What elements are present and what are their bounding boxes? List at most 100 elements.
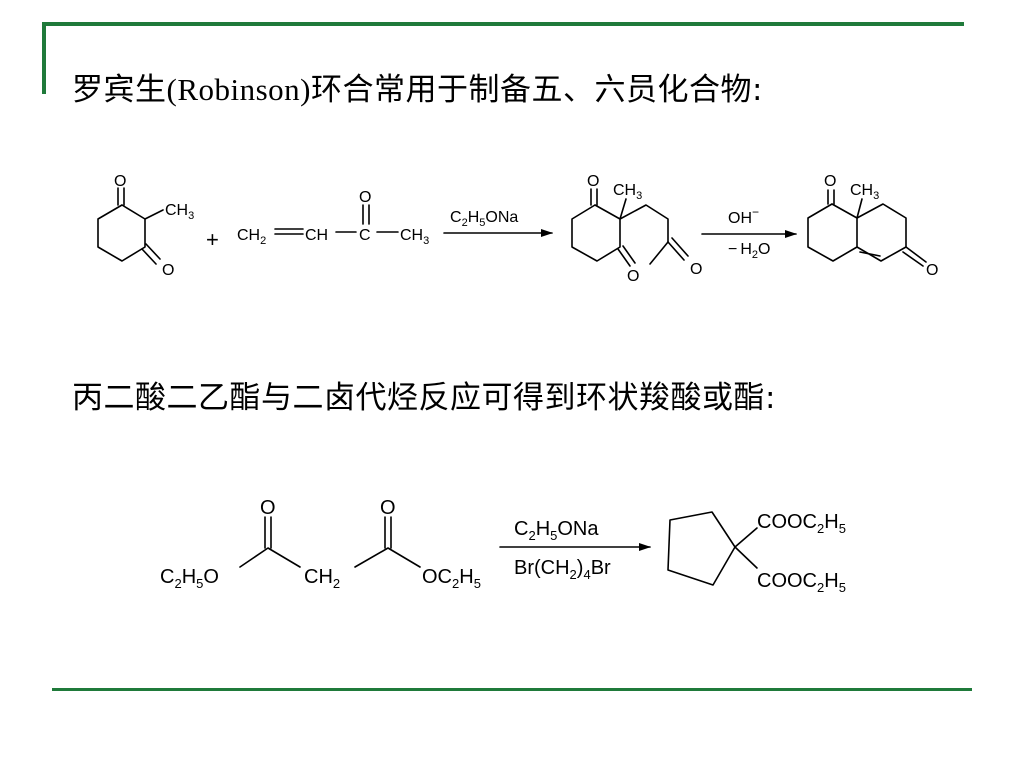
- top-rule: [42, 22, 964, 26]
- reagent-ethoxide-1-c: C: [450, 209, 462, 226]
- product-ester-top-h: H: [824, 511, 838, 533]
- product-ester-top: COOC2H5: [757, 511, 846, 536]
- malonate-skeleton: [239, 547, 301, 568]
- product-ester-bottom-cooc: COOC: [757, 570, 817, 592]
- malonate-ethoxy-right-h: H: [459, 566, 473, 588]
- reagent-dibromobutane-2: 2: [570, 567, 577, 582]
- trione-ch3-main: CH: [613, 182, 636, 199]
- wmk-ring-right: [856, 203, 907, 262]
- wmk-o-top: O: [824, 173, 836, 190]
- dione-methyl-bond: [144, 209, 164, 220]
- dione-co-bottom-bond2: [141, 248, 157, 265]
- mvk-ch: CH: [305, 227, 328, 244]
- product-ester-bottom-5: 5: [839, 580, 846, 595]
- reagent-ethoxide-2: C2H5ONa: [514, 518, 599, 543]
- reagent-ethoxide-2-c: C: [514, 518, 528, 540]
- trione-side-co2: [671, 237, 689, 257]
- trione-o-side: O: [690, 261, 702, 278]
- dione-co-bottom-bond: [145, 243, 161, 260]
- reagent-water-dash: −: [728, 241, 737, 258]
- trione-side-co: [667, 241, 685, 261]
- malonate-ch2-main: CH: [304, 566, 333, 588]
- reagent-dibromobutane: Br(CH2)4Br: [514, 557, 611, 582]
- reagent-ethoxide-1-h: H: [468, 209, 480, 226]
- left-rule: [42, 22, 46, 94]
- reagent-hydroxide-charge: −: [752, 205, 759, 219]
- trione-ch3: CH3: [613, 182, 642, 202]
- dione-ch3-main: CH: [165, 202, 188, 219]
- malonate-ethoxy-left-2: 2: [174, 576, 181, 591]
- wmk-ch3-main: CH: [850, 182, 873, 199]
- reagent-ethoxide-1: C2H5ONa: [450, 209, 518, 229]
- reagent-ethoxide-2-5: 5: [550, 528, 557, 543]
- dione-ch3-sub: 3: [188, 210, 194, 222]
- product-ester-top-2: 2: [817, 521, 824, 536]
- trione-side-chain: [619, 204, 669, 243]
- heading-robinson-b: 环合常用于制备五、六员化合物: [311, 72, 752, 108]
- malonate-ethoxy-left-c: C: [160, 566, 174, 588]
- heading-malonate-colon: :: [765, 380, 776, 416]
- heading-robinson-latin: (Robinson): [166, 72, 311, 107]
- reagent-ethoxide-1-2: 2: [462, 217, 468, 229]
- reagent-ethoxide-2-2: 2: [528, 528, 535, 543]
- product-ester-bottom: COOC2H5: [757, 570, 846, 595]
- product-ester-bottom-2: 2: [817, 580, 824, 595]
- mvk-ch2-sub: 2: [260, 235, 266, 247]
- trione-side-methyl: [649, 241, 669, 265]
- heading-robinson: 罗宾生(Robinson)环合常用于制备五、六员化合物:: [72, 64, 763, 109]
- bottom-rule: [52, 688, 972, 691]
- ester-bond-top: [734, 527, 758, 548]
- dione-ch3: CH3: [165, 202, 194, 222]
- cyclopentane-ring: [667, 511, 736, 586]
- malonate-ch2-sub: 2: [333, 576, 340, 591]
- wmk-co-right: [905, 246, 927, 263]
- heading-malonate-a: 丙二酸二乙酯与二卤代烃反应可得到环状羧酸或酯: [72, 380, 765, 416]
- mvk-ch3-main: CH: [400, 227, 423, 244]
- ester-bond-bottom: [734, 546, 758, 569]
- reagent-hydroxide: OH−: [728, 205, 759, 227]
- wmk-ring-double: [859, 251, 881, 257]
- malonate-skeleton2: [354, 547, 421, 568]
- malonate-ethoxy-right-oc: OC: [422, 566, 452, 588]
- malonate-ethoxy-right-5: 5: [474, 576, 481, 591]
- malonate-o-right: O: [380, 497, 396, 519]
- malonate-o-left: O: [260, 497, 276, 519]
- reagent-hydroxide-main: OH: [728, 210, 752, 227]
- mvk-o: O: [359, 189, 371, 206]
- reagent-water-2: 2: [752, 249, 758, 261]
- wmk-ch3-sub: 3: [873, 190, 879, 202]
- heading-robinson-a: 罗宾生: [72, 72, 167, 108]
- mvk-ch3: CH3: [400, 227, 429, 247]
- wmk-co-right2: [902, 251, 924, 267]
- mvk-ch2-main: CH: [237, 227, 260, 244]
- reagent-dibromobutane-open: Br(CH: [514, 557, 570, 579]
- trione-ch3-sub: 3: [636, 190, 642, 202]
- trione-co-bottom: [617, 248, 631, 267]
- heading-malonate: 丙二酸二乙酯与二卤代烃反应可得到环状羧酸或酯:: [72, 372, 776, 417]
- product-ester-top-cooc: COOC: [757, 511, 817, 533]
- mvk-ch2: CH2: [237, 227, 266, 247]
- reagent-water-o: O: [758, 241, 770, 258]
- heading-robinson-colon: :: [752, 72, 763, 108]
- malonate-ethoxy-left: C2H5O: [160, 566, 219, 591]
- reagent-dibromobutane-close: ): [577, 557, 584, 579]
- mvk-c: C: [359, 227, 371, 244]
- trione-o-top: O: [587, 173, 599, 190]
- dione-o-bottom: O: [162, 262, 174, 279]
- wmk-methyl-bond: [856, 198, 863, 219]
- product-ester-top-5: 5: [839, 521, 846, 536]
- trione-o-bottom: O: [627, 268, 639, 285]
- reagent-ethoxide-2-h: H: [536, 518, 550, 540]
- dione-o-top: O: [114, 173, 126, 190]
- wmk-ch3: CH3: [850, 182, 879, 202]
- malonate-ethoxy-left-o: O: [203, 566, 219, 588]
- trione-co-bottom2: [622, 245, 636, 264]
- malonate-ch2: CH2: [304, 566, 340, 591]
- malonate-ethoxy-right-2: 2: [452, 576, 459, 591]
- reagent-ethoxide-1-ona: ONa: [485, 209, 518, 226]
- plus-sign: +: [206, 227, 219, 252]
- wmk-ring-left: [807, 203, 858, 262]
- reagent-dibromobutane-4: 4: [583, 567, 590, 582]
- malonate-ethoxy-left-5: 5: [196, 576, 203, 591]
- trione-ring: [571, 204, 621, 262]
